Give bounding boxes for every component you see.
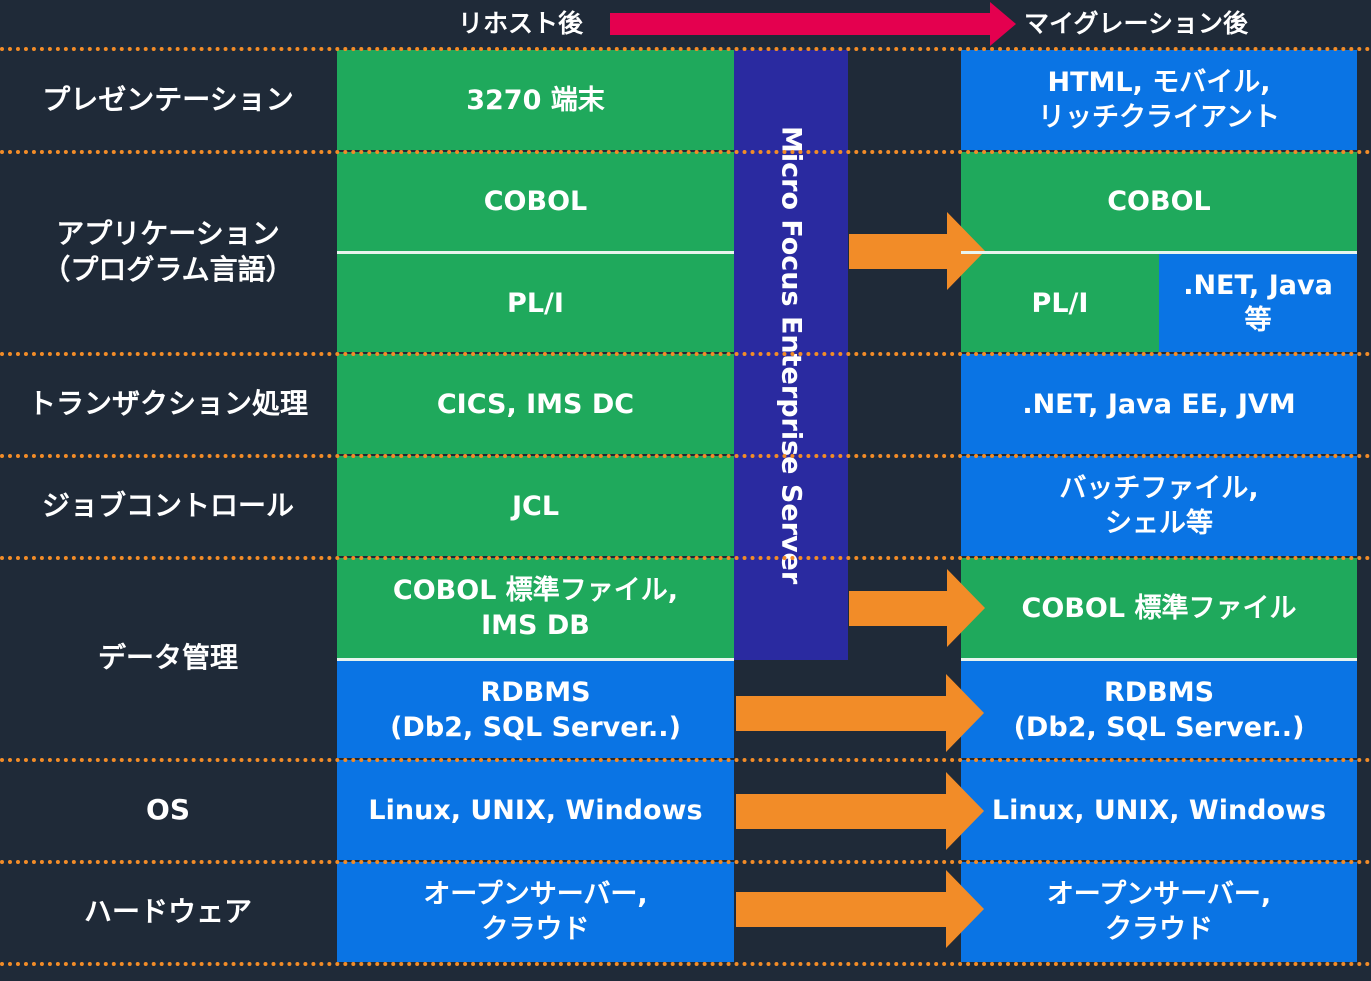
row-label-application: アプリケーション （プログラム言語） — [42, 217, 294, 286]
arrow-application-icon — [849, 212, 985, 290]
row-separator — [0, 556, 1371, 560]
row-label-os: OS — [146, 793, 190, 826]
rehost-transaction-cell: CICS, IMS DC — [337, 354, 734, 454]
migration-rdbms-cell: RDBMS (Db2, SQL Server..) — [961, 661, 1357, 758]
rehost-data-divider — [337, 658, 734, 661]
rehost-cobol-cell: COBOL — [337, 152, 734, 251]
row-label-transaction: トランザクション処理 — [27, 387, 308, 420]
rehost-files-cell: COBOL 標準ファイル, IMS DB — [337, 558, 734, 658]
row-separator — [0, 860, 1371, 864]
arrow-rdbms-icon — [736, 674, 984, 752]
header-arrow-icon — [610, 2, 1016, 46]
migration-data-divider — [961, 658, 1357, 661]
migration-job-cell: バッチファイル, シェル等 — [961, 456, 1357, 556]
migration-app-divider — [961, 251, 1357, 254]
migration-pli-cell: PL/I — [961, 254, 1159, 352]
arrow-hardware-icon — [736, 870, 984, 948]
rehost-rdbms-cell: RDBMS (Db2, SQL Server..) — [337, 661, 734, 758]
arrow-os-icon — [736, 772, 984, 850]
row-separator — [0, 352, 1371, 356]
row-separator — [0, 454, 1371, 458]
arrow-files-icon — [849, 569, 985, 647]
row-separator — [0, 47, 1371, 51]
row-separator — [0, 150, 1371, 154]
rehost-os-cell: Linux, UNIX, Windows — [337, 760, 734, 860]
row-label-job-control: ジョブコントロール — [41, 489, 294, 522]
rehost-app-divider — [337, 251, 734, 254]
rehost-header: リホスト後 — [458, 9, 584, 38]
rehost-jcl-cell: JCL — [337, 456, 734, 556]
row-separator — [0, 962, 1371, 966]
rehost-hardware-cell: オープンサーバー, クラウド — [337, 862, 734, 962]
migration-header: マイグレーション後 — [1024, 9, 1249, 38]
migration-os-cell: Linux, UNIX, Windows — [961, 760, 1357, 860]
migration-files-cell: COBOL 標準ファイル — [961, 558, 1357, 658]
migration-cobol-cell: COBOL — [961, 152, 1357, 251]
migration-transaction-cell: .NET, Java EE, JVM — [961, 354, 1357, 454]
migration-dotnet-java-cell: .NET, Java 等 — [1159, 254, 1357, 352]
row-label-presentation: プレゼンテーション — [42, 83, 294, 116]
row-separator — [0, 758, 1371, 762]
row-label-hardware: ハードウェア — [83, 895, 252, 928]
migration-hardware-cell: オープンサーバー, クラウド — [961, 862, 1357, 962]
migration-presentation-cell: HTML, モバイル, リッチクライアント — [961, 50, 1357, 150]
rehost-pli-cell: PL/I — [337, 254, 734, 352]
row-label-data-management: データ管理 — [97, 641, 238, 674]
rehost-presentation-cell: 3270 端末 — [337, 50, 734, 150]
